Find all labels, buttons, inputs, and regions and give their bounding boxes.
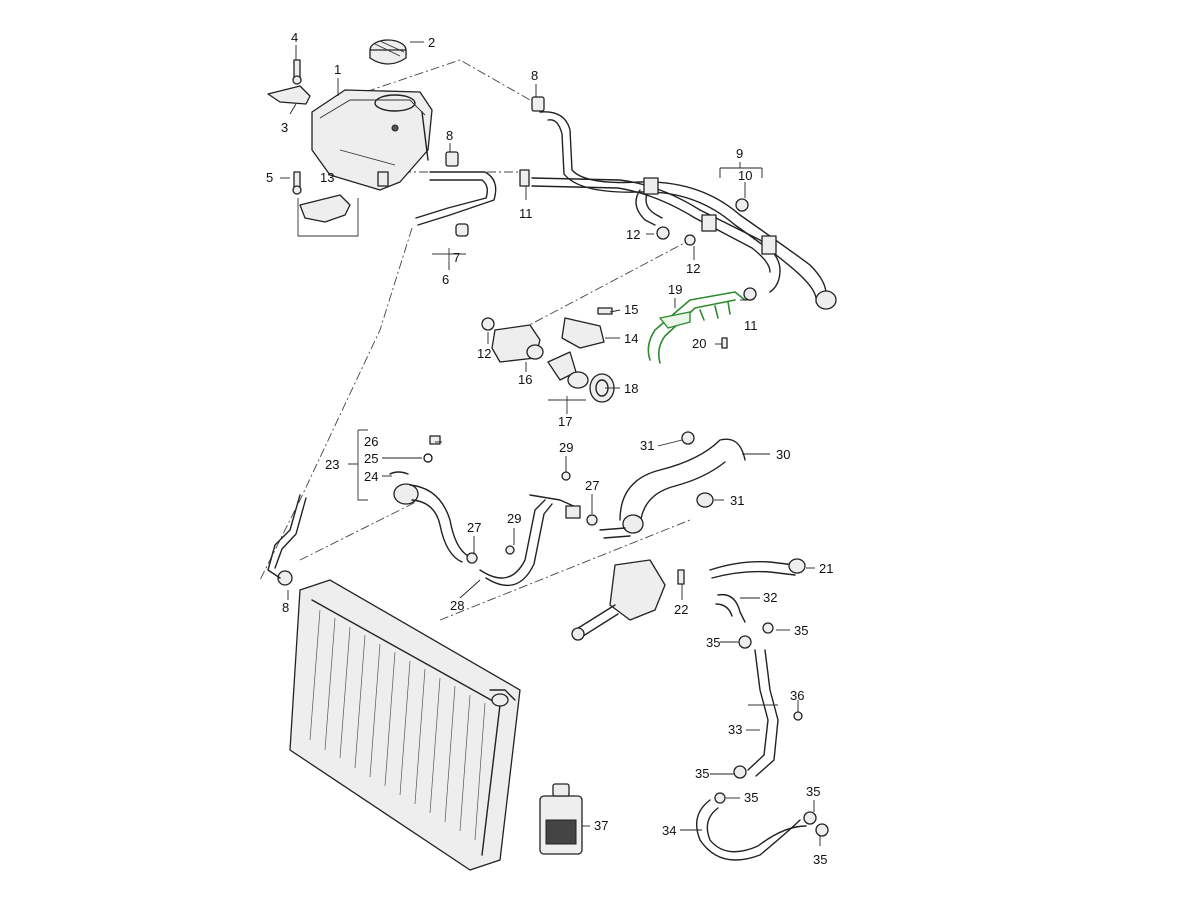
expansion-tank	[311, 89, 433, 191]
label-21: 21	[819, 561, 833, 576]
label-30: 30	[776, 447, 790, 462]
label-6: 6	[442, 272, 449, 287]
label-25: 25	[364, 451, 378, 466]
label-16: 16	[518, 372, 532, 387]
label-29-b: 29	[507, 511, 521, 526]
label-29-a: 29	[559, 440, 573, 455]
label-35-d: 35	[744, 790, 758, 805]
label-7: 7	[453, 250, 460, 265]
upper-hose-assembly	[531, 111, 837, 310]
label-35-c: 35	[695, 766, 709, 781]
label-17: 17	[558, 414, 572, 429]
label-1: 1	[334, 62, 341, 77]
clamp-parts	[277, 96, 757, 586]
label-31-b: 31	[730, 493, 744, 508]
label-33: 33	[728, 722, 742, 737]
label-5: 5	[266, 170, 273, 185]
label-35-b: 35	[706, 635, 720, 650]
label-12-a: 12	[626, 227, 640, 242]
coolant-pipe-19-highlighted	[647, 291, 746, 364]
part-labels: 2 1 4 3 8 8 5 13 11 9 10 12 12 7 6 19 11…	[266, 30, 833, 867]
valve-assembly	[491, 307, 615, 410]
leader-lines	[280, 41, 821, 846]
label-32: 32	[763, 590, 777, 605]
label-26: 26	[364, 434, 378, 449]
label-35-f: 35	[813, 852, 827, 867]
label-11-right: 11	[744, 318, 758, 333]
label-35-e: 35	[806, 784, 820, 799]
label-34: 34	[662, 823, 676, 838]
thermostat-housing	[571, 559, 685, 641]
label-15: 15	[624, 302, 638, 317]
left-long-pipe	[267, 494, 307, 579]
coolant-bottle	[539, 783, 583, 855]
label-19: 19	[668, 282, 682, 297]
label-28: 28	[450, 598, 464, 613]
label-4: 4	[291, 30, 298, 45]
label-31-a: 31	[640, 438, 654, 453]
label-8-tank: 8	[446, 128, 453, 143]
label-37: 37	[594, 818, 608, 833]
label-35-a: 35	[794, 623, 808, 638]
radiator-fins	[309, 609, 486, 841]
label-36: 36	[790, 688, 804, 703]
label-8-bottom: 8	[282, 600, 289, 615]
label-10: 10	[738, 168, 752, 183]
label-14: 14	[624, 331, 638, 346]
label-8-top: 8	[531, 68, 538, 83]
label-12-b: 12	[686, 261, 700, 276]
label-24: 24	[364, 469, 378, 484]
label-3: 3	[281, 120, 288, 135]
label-23: 23	[325, 457, 339, 472]
label-11-top: 11	[519, 206, 533, 221]
hose-6	[415, 171, 497, 262]
tank-bracket	[267, 59, 311, 105]
label-18: 18	[624, 381, 638, 396]
middle-hoses	[357, 429, 746, 587]
label-27-b: 27	[467, 520, 481, 535]
label-22: 22	[674, 602, 688, 617]
label-12-c: 12	[477, 346, 491, 361]
label-9: 9	[736, 146, 743, 161]
label-27-a: 27	[585, 478, 599, 493]
label-2: 2	[428, 35, 435, 50]
radiator	[289, 579, 521, 871]
tank-cap	[369, 39, 407, 65]
label-13: 13	[320, 170, 334, 185]
label-20: 20	[692, 336, 706, 351]
bracket-13-assembly	[292, 171, 359, 237]
